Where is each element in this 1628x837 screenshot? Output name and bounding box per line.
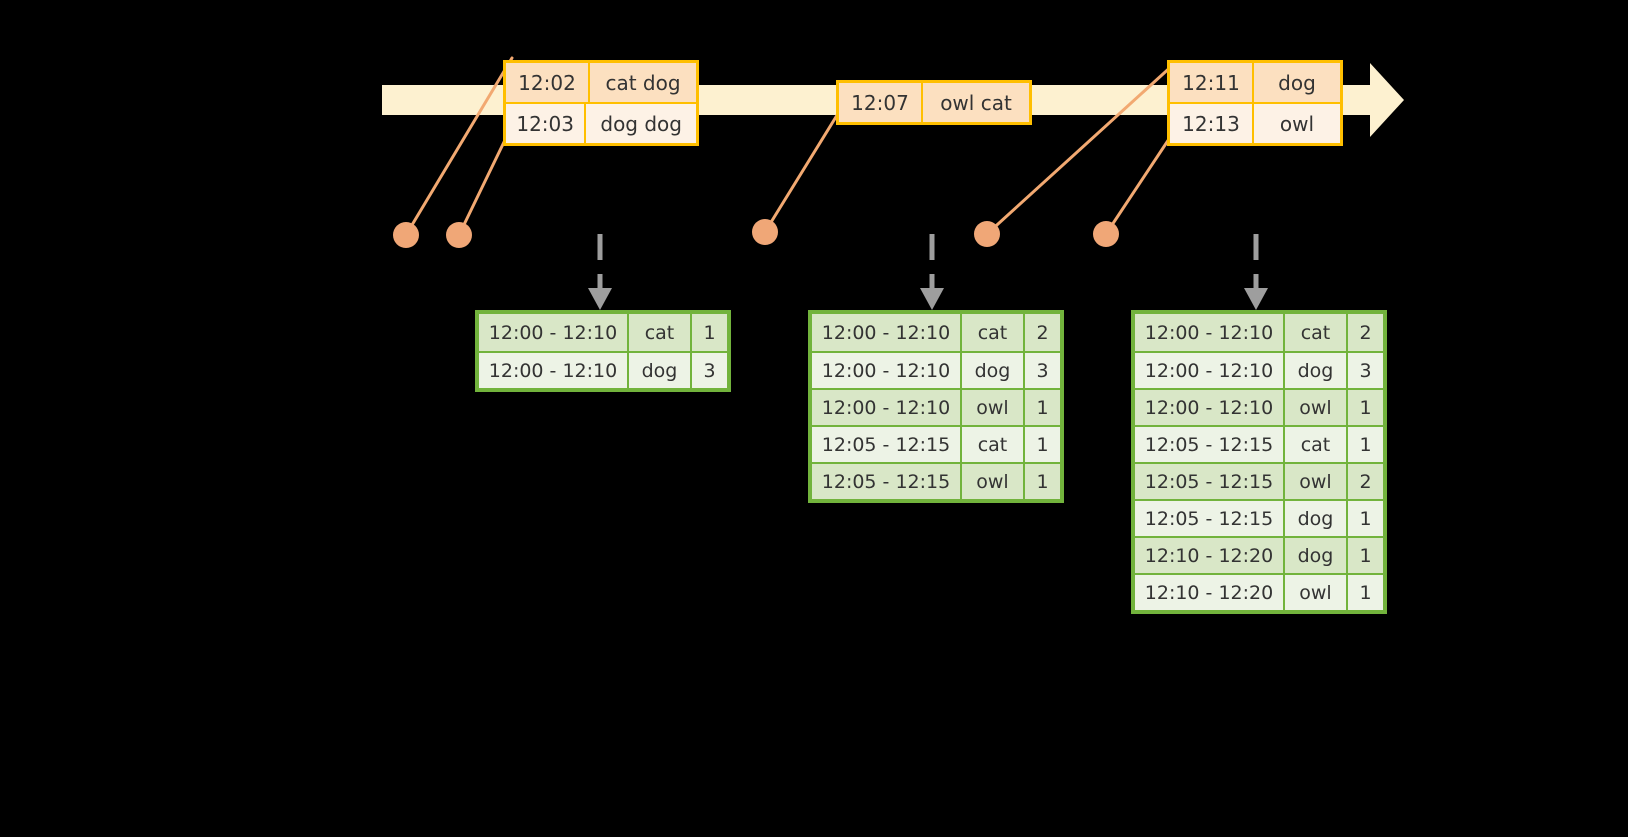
key-cell: owl xyxy=(962,464,1025,499)
event-dots xyxy=(393,219,1119,248)
event-dot-1 xyxy=(393,222,419,248)
count-cell: 1 xyxy=(1348,501,1383,536)
event-payload: cat dog xyxy=(590,63,696,102)
key-cell: owl xyxy=(962,390,1025,425)
key-cell: cat xyxy=(962,427,1025,462)
window-cell: 12:00 - 12:10 xyxy=(479,353,629,388)
event-timestamp: 12:03 xyxy=(506,104,587,143)
flow-arrow-left xyxy=(588,234,612,310)
count-cell: 1 xyxy=(1025,464,1060,499)
key-cell: cat xyxy=(962,314,1025,351)
window-cell: 12:00 - 12:10 xyxy=(812,314,962,351)
window-cell: 12:10 - 12:20 xyxy=(1135,575,1285,610)
key-cell: cat xyxy=(629,314,692,351)
flow-arrow-middle xyxy=(920,234,944,310)
event-dot-2 xyxy=(446,222,472,248)
window-cell: 12:00 - 12:10 xyxy=(479,314,629,351)
event-payload: owl xyxy=(1254,104,1340,143)
connector-2 xyxy=(457,138,507,237)
key-cell: cat xyxy=(1285,427,1348,462)
count-cell: 1 xyxy=(1348,390,1383,425)
event-dot-5 xyxy=(1093,221,1119,247)
event-payload: owl cat xyxy=(923,83,1029,122)
window-cell: 12:05 - 12:15 xyxy=(1135,427,1285,462)
key-cell: owl xyxy=(1285,390,1348,425)
count-cell: 1 xyxy=(1025,390,1060,425)
key-cell: dog xyxy=(1285,501,1348,536)
count-cell: 1 xyxy=(1348,427,1383,462)
connector-3 xyxy=(763,110,841,234)
window-cell: 12:10 - 12:20 xyxy=(1135,538,1285,573)
event-timestamp: 12:07 xyxy=(839,83,923,122)
event-timestamp: 12:13 xyxy=(1170,104,1254,143)
event-dot-3 xyxy=(752,219,778,245)
count-cell: 1 xyxy=(1348,575,1383,610)
connector-5 xyxy=(1104,134,1173,236)
count-cell: 2 xyxy=(1348,464,1383,499)
window-cell: 12:00 - 12:10 xyxy=(1135,353,1285,388)
window-cell: 12:00 - 12:10 xyxy=(812,390,962,425)
count-cell: 2 xyxy=(1348,314,1383,351)
flow-arrow-right xyxy=(1244,234,1268,310)
count-cell: 1 xyxy=(692,314,727,351)
count-cell: 1 xyxy=(1025,427,1060,462)
window-cell: 12:05 - 12:15 xyxy=(1135,501,1285,536)
key-cell: dog xyxy=(629,353,692,388)
key-cell: cat xyxy=(1285,314,1348,351)
key-cell: dog xyxy=(1285,353,1348,388)
key-cell: dog xyxy=(962,353,1025,388)
count-cell: 2 xyxy=(1025,314,1060,351)
window-cell: 12:05 - 12:15 xyxy=(1135,464,1285,499)
window-cell: 12:05 - 12:15 xyxy=(812,464,962,499)
window-cell: 12:00 - 12:10 xyxy=(1135,314,1285,351)
event-payload: dog xyxy=(1254,63,1340,102)
count-cell: 3 xyxy=(1348,353,1383,388)
event-payload: dog dog xyxy=(586,104,696,143)
window-cell: 12:00 - 12:10 xyxy=(1135,390,1285,425)
flow-arrows xyxy=(588,234,1268,310)
key-cell: owl xyxy=(1285,464,1348,499)
count-cell: 1 xyxy=(1348,538,1383,573)
connector-1 xyxy=(404,56,514,237)
event-timestamp: 12:02 xyxy=(506,63,590,102)
window-cell: 12:05 - 12:15 xyxy=(812,427,962,462)
count-cell: 3 xyxy=(1025,353,1060,388)
count-cell: 3 xyxy=(692,353,727,388)
key-cell: dog xyxy=(1285,538,1348,573)
event-timestamp: 12:11 xyxy=(1170,63,1254,102)
event-dot-4 xyxy=(974,221,1000,247)
key-cell: owl xyxy=(1285,575,1348,610)
window-cell: 12:00 - 12:10 xyxy=(812,353,962,388)
